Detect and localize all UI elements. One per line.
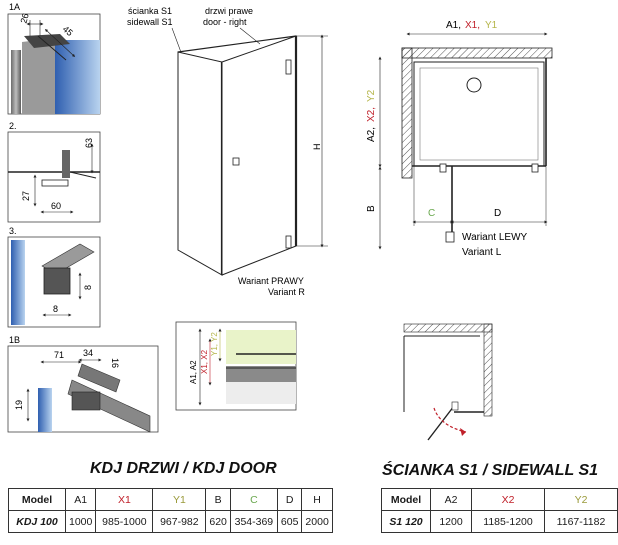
door-spec-table: Model A1 X1 Y1 B C D H KDJ 100 1000 985-… [8, 488, 333, 533]
table-cell: 1200 [430, 510, 472, 533]
table-header-cell: X2 [471, 488, 545, 511]
detail-3-dim-8-horizontal: 8 [53, 304, 58, 314]
detail-2-dim-60: 60 [51, 201, 61, 211]
iso-variant-pl: Wariant PRAWY [238, 276, 304, 286]
plan-side-y2: Y2 [366, 89, 377, 102]
detail-2-dim-63: 63 [84, 138, 94, 148]
table-row: S1 120 1200 1185-1200 1167-1182 [381, 510, 618, 533]
table-header-cell: D [276, 488, 303, 511]
detail-3: 3. 8 8 [7, 226, 101, 328]
iso-sidewall-en: sidewall S1 [127, 17, 173, 27]
table-header-cell: A1 [64, 488, 97, 511]
detail-1b-dim-19: 19 [14, 400, 24, 410]
iso-variant-en: Variant R [268, 287, 305, 297]
sidewall-spec-table: Model A2 X2 Y2 S1 120 1200 1185-1200 116… [381, 488, 618, 533]
detail-1b-dim-16: 16 [110, 358, 120, 368]
section-a1a2: A1, A2 [189, 360, 198, 384]
detail-1b-label: 1B [9, 335, 20, 345]
table-header-cell: A2 [430, 488, 472, 511]
iso-h-label: H [312, 144, 322, 151]
table-header-cell: C [229, 488, 278, 511]
table-header-cell: Y2 [544, 488, 618, 511]
section-view: A1, A2 X1, X2 Y1, Y2 [175, 321, 297, 411]
iso-sidewall-pl: ścianka S1 [128, 6, 172, 16]
plan-top-a1: A1, [446, 20, 461, 31]
detail-1a: 1A 26 45 [7, 2, 101, 115]
detail-1b-dim-71: 71 [54, 350, 64, 360]
isometric-view: ścianka S1 sidewall S1 drzwi prawe door … [127, 6, 328, 297]
section-x1x2: X1, X2 [200, 349, 209, 374]
table-cell: 985-1000 [95, 510, 154, 533]
table-header-cell: X1 [95, 488, 154, 511]
sidewall-table-title: ŚCIANKA S1 / SIDEWALL S1 [382, 462, 599, 479]
detail-2-dim-27: 27 [21, 191, 31, 201]
table-cell: 967-982 [152, 510, 207, 533]
plan-top-y1: Y1 [485, 20, 498, 31]
table-cell: S1 120 [381, 510, 431, 533]
plan-side-x2: X2, [366, 107, 377, 122]
detail-3-label: 3. [9, 226, 17, 236]
plan-variant-pl: Wariant LEWY [462, 232, 528, 243]
detail-1a-dim-26: 26 [18, 12, 30, 24]
plan-variant-en: Variant L [462, 247, 502, 258]
table-header-cell: Y1 [152, 488, 207, 511]
plan-side-a2: A2, [366, 127, 377, 142]
detail-1b: 1B 71 34 16 19 [7, 335, 159, 433]
table-header-cell: B [205, 488, 231, 511]
iso-door-en: door - right [203, 17, 247, 27]
table-header-cell: Model [381, 488, 431, 511]
door-swing-view [403, 323, 493, 441]
detail-1b-dim-34: 34 [83, 348, 93, 358]
plan-d-label: D [494, 208, 501, 219]
detail-2-label: 2. [9, 121, 17, 131]
table-header-row: Model A2 X2 Y2 [381, 488, 618, 511]
plan-b-label: B [366, 205, 377, 212]
door-table-title: KDJ DRZWI / KDJ DOOR [90, 460, 277, 477]
table-cell: 1167-1182 [544, 510, 618, 533]
table-cell: KDJ 100 [8, 510, 66, 533]
table-header-cell: H [301, 488, 333, 511]
detail-1a-dim-45: 45 [61, 24, 75, 38]
iso-door-pl: drzwi prawe [205, 6, 253, 16]
section-y1y2: Y1, Y2 [210, 332, 219, 356]
table-cell: 354-369 [229, 510, 278, 533]
table-cell: 1185-1200 [471, 510, 545, 533]
table-cell: 2000 [301, 510, 333, 533]
table-cell: 1000 [64, 510, 97, 533]
plan-c-label: C [428, 208, 435, 219]
detail-3-dim-8-vertical: 8 [83, 285, 93, 290]
detail-1a-label: 1A [9, 2, 20, 12]
detail-2: 2. 63 27 60 [7, 121, 101, 223]
table-header-row: Model A1 X1 Y1 B C D H [8, 488, 333, 511]
plan-view: A1, X1, Y1 A2, X2, Y2 B C D Wariant LEWY… [366, 20, 553, 258]
table-header-cell: Model [8, 488, 66, 511]
table-cell: 605 [276, 510, 303, 533]
table-cell: 620 [205, 510, 231, 533]
plan-top-x1: X1, [465, 20, 480, 31]
table-row: KDJ 100 1000 985-1000 967-982 620 354-36… [8, 510, 333, 533]
